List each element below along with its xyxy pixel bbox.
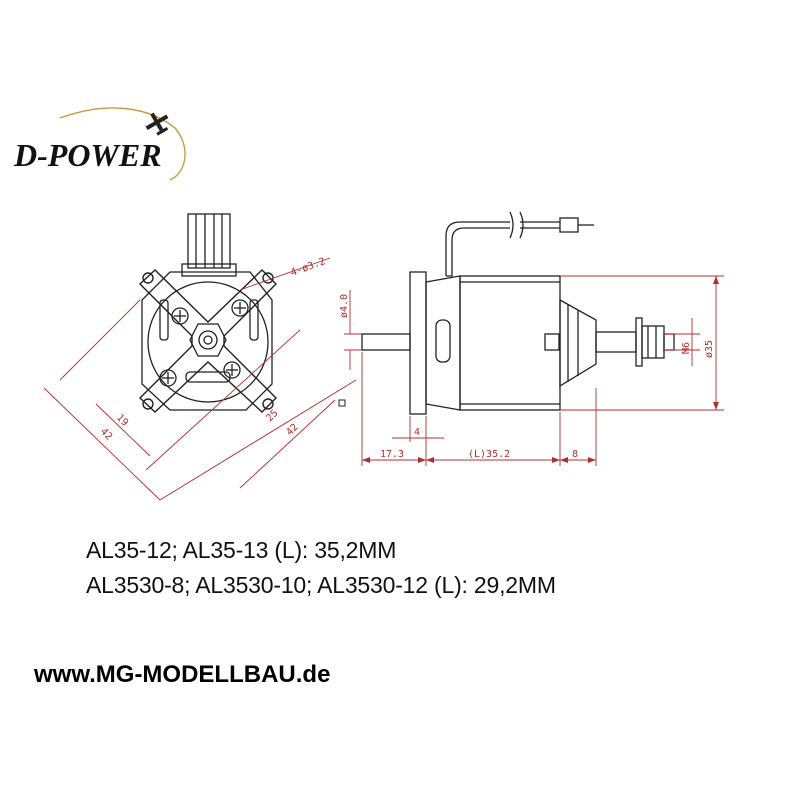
dim-mount-holes: 4-ø3.2: [289, 256, 327, 279]
side-view-dimension-labels: ø4.0 4 17.3 (L)35.2 8 M6 ø35: [339, 294, 715, 460]
website-url: www.MG-MODELLBAU.de: [34, 661, 331, 688]
lead-wire: [445, 221, 510, 277]
dim-42-right: 42: [284, 422, 300, 438]
small-square-marker: [338, 399, 346, 407]
dpower-logo: D-POWER: [13, 107, 186, 181]
dim-outer-diameter: ø35: [704, 340, 715, 358]
front-view: [138, 213, 277, 413]
front-shaft: [361, 333, 411, 351]
front-view-dimension-labels: 4-ø3.2 19 42 25 42: [98, 256, 327, 443]
rear-shaft: [595, 331, 637, 353]
shaft-hub: [189, 323, 227, 357]
screw-heads: [159, 299, 249, 387]
dim-25: 25: [264, 408, 280, 424]
connector-block: [187, 213, 231, 269]
dim-front-length: 17.3: [380, 449, 404, 460]
spec-line-2: AL3530-8; AL3530-10; AL3530-12 (L): 29,2…: [86, 572, 556, 598]
dim-flange-thickness: 4: [414, 427, 420, 438]
side-view-arrows: [362, 276, 719, 463]
side-view-dimensions: [344, 275, 724, 466]
spec-line-1: AL35-12; AL35-13 (L): 35,2MM: [86, 537, 397, 563]
airplane-icon: [145, 112, 169, 136]
motor-body-outline: [141, 271, 273, 411]
mount-flange: [409, 271, 427, 415]
dim-42-left: 42: [98, 426, 114, 442]
cross-mount: [138, 269, 277, 413]
dim-19: 19: [114, 412, 130, 428]
dim-shaft-diameter: ø4.0: [339, 294, 350, 318]
logo-swoosh: [59, 107, 186, 181]
front-view-dimensions: [43, 257, 357, 501]
dim-body-length: (L)35.2: [468, 449, 510, 460]
dim-thread: M6: [681, 342, 692, 354]
logo-text: D-POWER: [13, 137, 162, 173]
side-view: [361, 211, 675, 415]
connector-plug: [559, 217, 579, 233]
dim-rear-length: 8: [572, 449, 578, 460]
